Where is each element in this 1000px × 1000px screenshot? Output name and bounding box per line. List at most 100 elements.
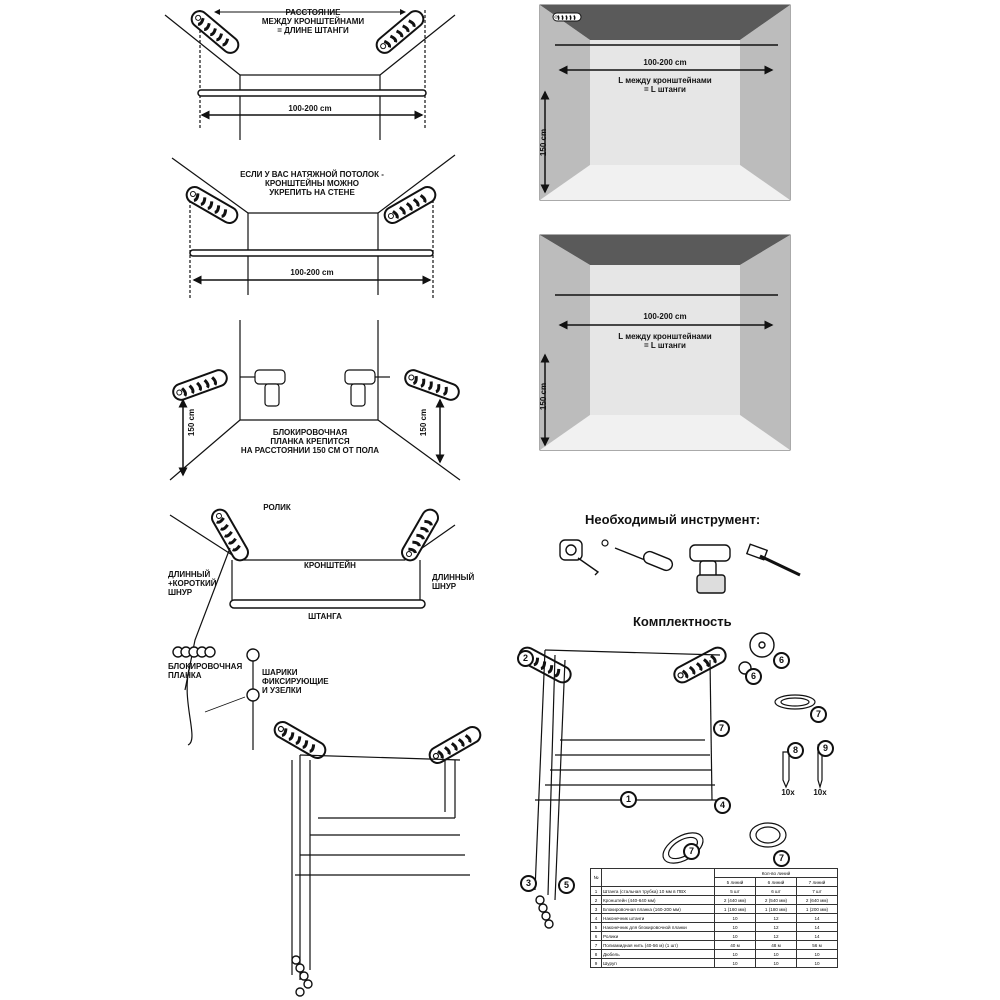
badge-8: 8: [787, 742, 804, 759]
label-long-cord: ДЛИННЫЙ ШНУР: [432, 573, 475, 591]
panel1-distance: 100-200 cm: [288, 104, 332, 113]
badge-7d: 7: [773, 850, 790, 867]
table-cell: Полиамидная нить (40-56 м) (1 шт): [601, 940, 715, 950]
spec-col-7: 7 линий: [796, 877, 838, 887]
table-cell: 6: [590, 931, 602, 941]
badge-7c: 7: [683, 843, 700, 860]
table-cell: 56 м: [796, 940, 838, 950]
table-cell: Наконечник штанги: [601, 913, 715, 923]
table-cell: 14: [796, 913, 838, 923]
table-cell: 2 (540 мм): [755, 895, 797, 905]
qty-8: 10x: [781, 788, 795, 797]
spec-col-no: №: [590, 868, 602, 887]
panel4-room: [539, 4, 791, 201]
table-cell: 1 (200 мм): [796, 904, 838, 914]
screw-icon: [601, 539, 609, 547]
lockplate-bottom-icon: [291, 955, 313, 997]
table-cell: 40 м: [714, 940, 756, 950]
table-cell: Кронштейн (440-640 мм): [601, 895, 715, 905]
label-long-short-cord: ДЛИННЫЙ +КОРОТКИЙ ШНУР: [168, 570, 217, 597]
panel5-room: [539, 234, 791, 451]
table-cell: Блокировочная планка (160-200 мм): [601, 904, 715, 914]
table-cell: 10: [714, 913, 756, 923]
badge-1: 1: [620, 791, 637, 808]
table-cell: 12: [755, 922, 797, 932]
table-cell: 2: [590, 895, 602, 905]
table-cell: 12: [755, 913, 797, 923]
panel2-distance: 100-200 cm: [290, 268, 334, 277]
cord-coil-icon: [662, 822, 787, 864]
lockplate-left-icon: [169, 366, 231, 404]
rod: [197, 89, 427, 97]
table-cell: 6 шт: [755, 886, 797, 896]
table-cell: Шуруп: [601, 958, 715, 968]
bracket-left-icon: [186, 6, 244, 58]
hammer-icon: [745, 543, 801, 577]
panel3-height-left: 150 cm: [187, 408, 197, 437]
badge-6a: 6: [773, 652, 790, 669]
panel3-height-right: 150 cm: [419, 408, 429, 437]
label-beads: ШАРИКИ ФИКСИРУЮЩИЕ И УЗЕЛКИ: [262, 668, 329, 695]
badge-6b: 6: [745, 668, 762, 685]
bracket-right-icon: [371, 6, 429, 58]
panel3-caption: БЛОКИРОВОЧНАЯ ПЛАНКА КРЕПИТСЯ НА РАССТОЯ…: [240, 428, 380, 455]
table-cell: 48 м: [755, 940, 797, 950]
table-cell: 2 (440 мм): [714, 895, 756, 905]
table-cell: 5: [590, 922, 602, 932]
roller-right-icon: [397, 505, 443, 565]
panel5-caption: L между кронштейнами = L штанги: [618, 332, 712, 350]
table-cell: 10: [796, 958, 838, 968]
panel5-distance: 100-200 cm: [643, 312, 687, 321]
table-cell: 10: [714, 931, 756, 941]
table-cell: 10: [755, 949, 797, 959]
table-cell: 1 (180 мм): [755, 904, 797, 914]
table-cell: Наконечник для блокировочной планки: [601, 922, 715, 932]
kit-heading: Комплектность: [633, 614, 732, 629]
table-cell: 9: [590, 958, 602, 968]
table-cell: 7 шт: [796, 886, 838, 896]
table-cell: 10: [755, 958, 797, 968]
screwdriver-icon: [614, 547, 674, 572]
badge-7b: 7: [810, 706, 827, 723]
label-bracket: КРОНШТЕЙН: [304, 561, 356, 570]
table-cell: 10: [714, 949, 756, 959]
spec-col-group: Кол-во линий: [714, 868, 838, 878]
table-cell: Ролики: [601, 931, 715, 941]
spec-col-6: 6 линий: [755, 877, 797, 887]
spec-table: № Кол-во линий 5 линий 6 линий 7 линий 1…: [590, 868, 838, 968]
assembled-dryer: [270, 717, 485, 980]
kit-dryer: [515, 643, 730, 901]
badge-9: 9: [817, 740, 834, 757]
table-cell: 7: [590, 940, 602, 950]
panel2-caption: ЕСЛИ У ВАС НАТЯЖНОЙ ПОТОЛОК - КРОНШТЕЙНЫ…: [240, 170, 384, 197]
table-cell: 2 (640 мм): [796, 895, 838, 905]
label-rod: ШТАНГА: [308, 612, 342, 621]
qty-9: 10x: [813, 788, 827, 797]
panel3-room: [169, 320, 461, 481]
table-cell: 4: [590, 913, 602, 923]
table-cell: 1 (160 мм): [714, 904, 756, 914]
panel5-height: 150 cm: [539, 382, 549, 411]
table-cell: 5 шт: [714, 886, 756, 896]
table-cell: Штанга (стальная трубка) 10 мм в ПВХ: [601, 886, 715, 896]
cord-bundle-icon: [774, 694, 816, 710]
table-cell: 1: [590, 886, 602, 896]
badge-3: 3: [520, 875, 537, 892]
dowel-icon: [782, 744, 823, 790]
panel4-distance: 100-200 cm: [643, 58, 687, 67]
table-cell: 3: [590, 904, 602, 914]
panel4-caption: L между кронштейнами = L штанги: [618, 76, 712, 94]
table-cell: Дюбель: [601, 949, 715, 959]
table-cell: 10: [796, 949, 838, 959]
table-cell: 10: [714, 922, 756, 932]
table-cell: 14: [796, 931, 838, 941]
